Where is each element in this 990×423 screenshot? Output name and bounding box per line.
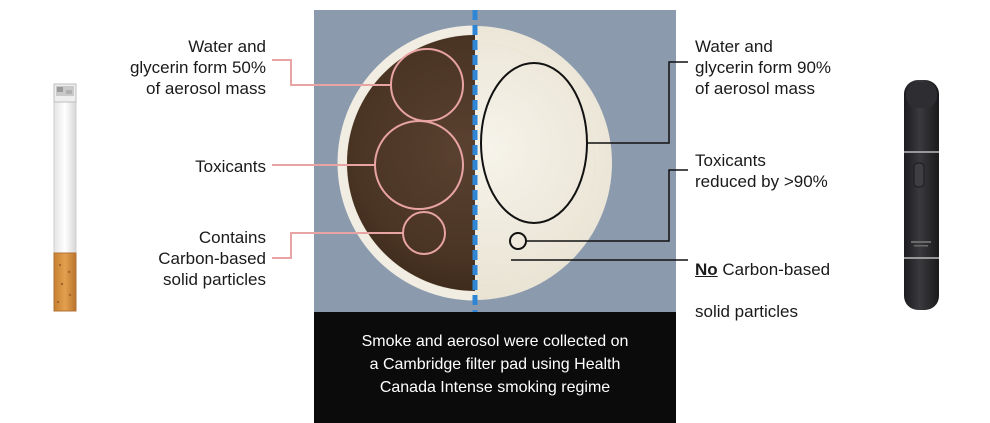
caption-text: Smoke and aerosol were collected on a Ca…	[361, 333, 629, 396]
leader-carbon-left	[272, 232, 403, 259]
label-toxicants-right: Toxicants reduced by >90%	[695, 151, 828, 191]
leader-toxicants-right	[526, 169, 688, 242]
label-carbon-right-line1: Carbon-based	[717, 260, 831, 279]
cigarette-icon	[53, 83, 77, 312]
label-toxicants-left: Toxicants	[195, 157, 266, 176]
heated-tobacco-device-icon	[904, 80, 939, 310]
leader-water-glycerin-right	[587, 61, 688, 144]
caption-box	[314, 312, 676, 423]
label-carbon-left: Contains Carbon-based solid particles	[158, 228, 266, 289]
label-carbon-right-line2: solid particles	[695, 302, 798, 321]
smoke-stain	[347, 35, 475, 291]
label-carbon-right: No Carbon-based solid particles	[695, 238, 885, 322]
label-water-glycerin-right: Water and glycerin form 90% of aerosol m…	[695, 37, 832, 98]
leader-water-glycerin-left	[272, 59, 391, 86]
label-carbon-right-no: No	[695, 260, 718, 279]
label-water-glycerin-left: Water and glycerin form 50% of aerosol m…	[129, 37, 266, 98]
